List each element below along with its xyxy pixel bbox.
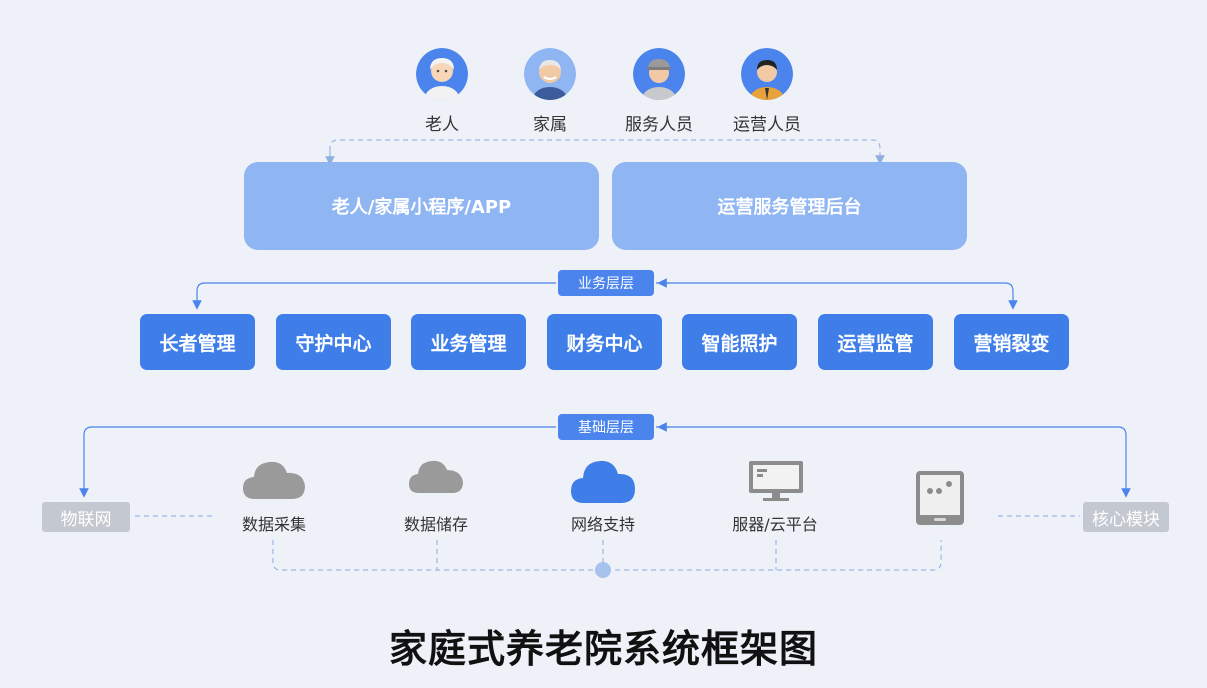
base-label-data-collection: 数据采集 xyxy=(241,515,306,534)
module-finance-center[interactable]: 财务中心 xyxy=(547,314,662,370)
business-layer-tag: 业务层层 xyxy=(558,270,654,296)
base-label-data-storage: 数据储存 xyxy=(403,515,468,534)
module-operation-supervision[interactable]: 运营监管 xyxy=(818,314,933,370)
module-smart-care[interactable]: 智能照护 xyxy=(682,314,797,370)
user-label-family: 家属 xyxy=(533,115,567,135)
user-label-service-staff: 服务人员 xyxy=(625,115,693,135)
tablet-icon xyxy=(915,470,965,530)
module-marketing[interactable]: 营销裂变 xyxy=(954,314,1069,370)
user-label-operator: 运营人员 xyxy=(733,115,801,135)
diagram-title: 家庭式养老院系统框架图 xyxy=(388,627,818,671)
operator-icon xyxy=(741,48,793,100)
elderly-man-icon xyxy=(524,48,576,100)
module-elder-management[interactable]: 长者管理 xyxy=(140,314,255,370)
platform-app[interactable]: 老人/家属小程序/APP xyxy=(244,162,599,250)
service-staff-icon xyxy=(633,48,685,100)
monitor-icon xyxy=(747,459,805,507)
elderly-woman-icon xyxy=(416,48,468,100)
base-label-network-support: 网络支持 xyxy=(570,515,635,534)
user-label-elderly: 老人 xyxy=(425,115,459,135)
base-label-server-cloud: 服器/云平台 xyxy=(732,515,818,534)
platform-admin[interactable]: 运营服务管理后台 xyxy=(612,162,967,250)
iot-tag: 物联网 xyxy=(42,502,130,532)
base-layer-tag: 基础层层 xyxy=(558,414,654,440)
cloud-gray-icon xyxy=(241,457,307,505)
core-module-tag: 核心模块 xyxy=(1083,502,1169,532)
cloud-gray-icon xyxy=(407,457,465,499)
cloud-blue-icon xyxy=(569,455,637,509)
module-guardian-center[interactable]: 守护中心 xyxy=(276,314,391,370)
module-business-management[interactable]: 业务管理 xyxy=(411,314,526,370)
